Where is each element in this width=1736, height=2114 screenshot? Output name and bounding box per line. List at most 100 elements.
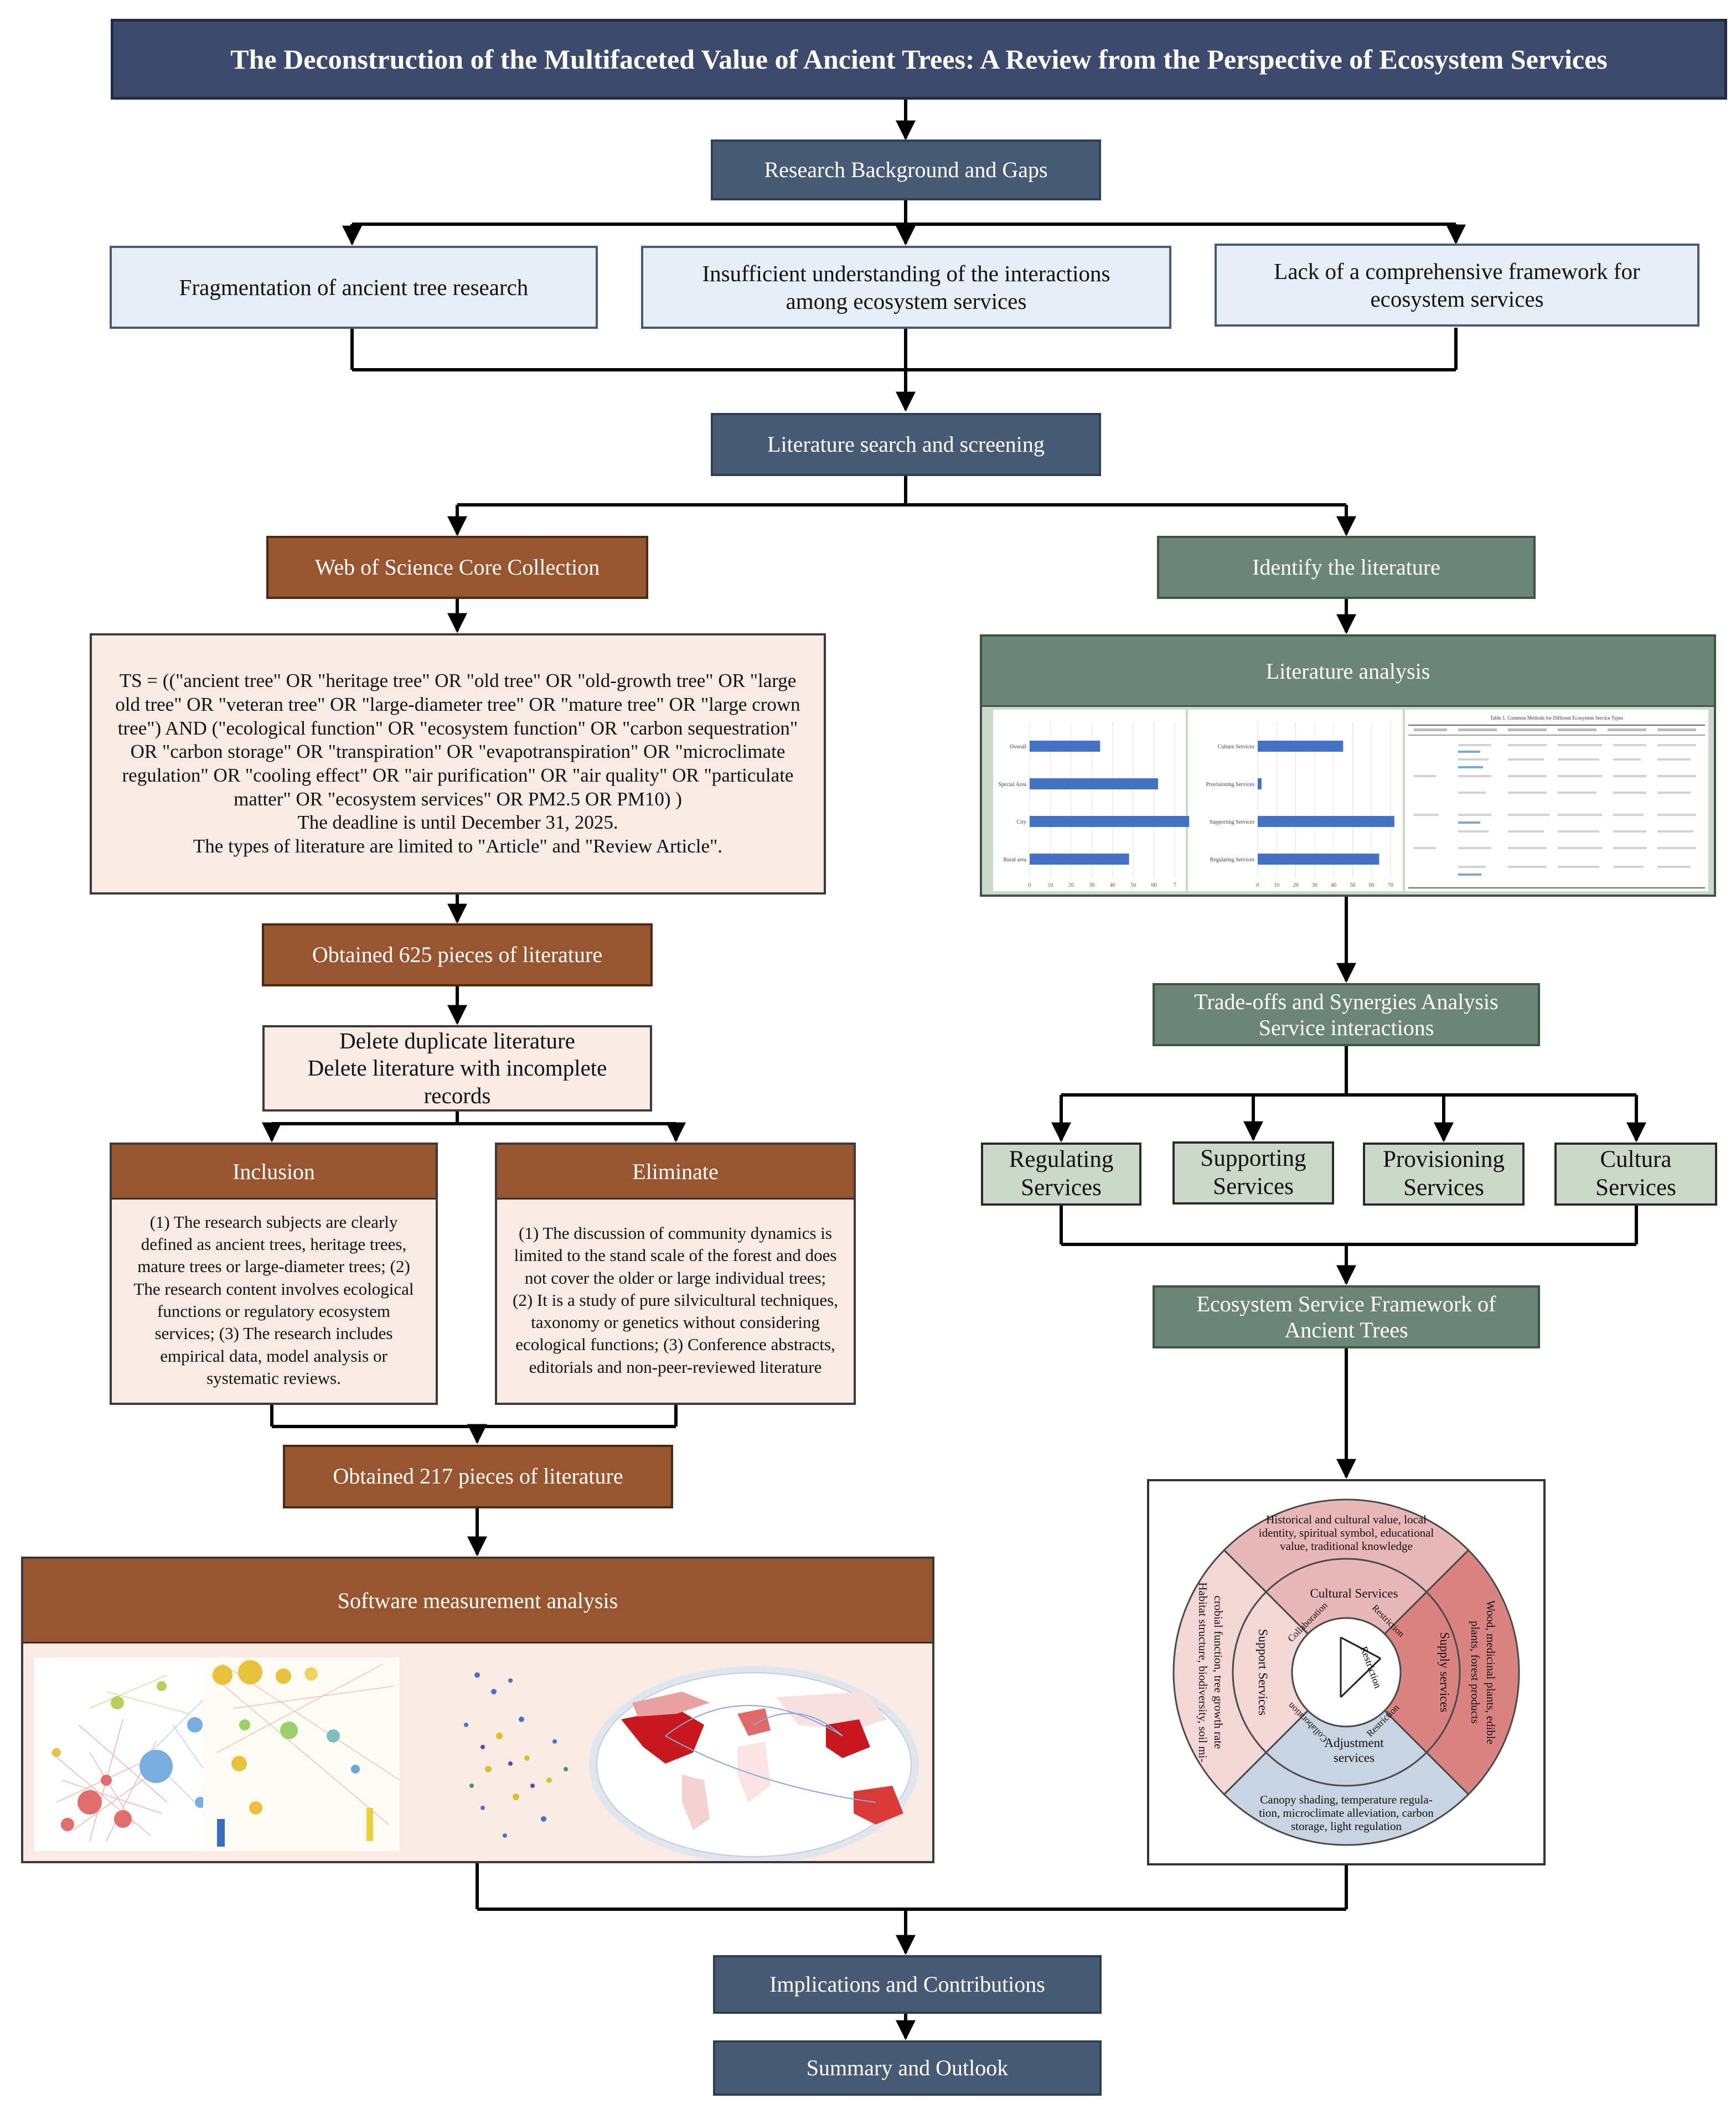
supporting-services-box: Supporting Services — [1172, 1141, 1334, 1205]
software-analysis-head: Software measurement analysis — [23, 1559, 932, 1643]
query-types: The types of literature are limited to "… — [193, 835, 723, 857]
bar2-bar — [1258, 854, 1380, 865]
cultural-line-2: Services — [1595, 1175, 1676, 1201]
bar2-category-label: Provisioning Services — [1206, 782, 1255, 788]
bar2-category-label: Regulating Services — [1210, 857, 1254, 863]
regulating-line-1: Regulating — [1009, 1146, 1114, 1173]
inclusion-body: (1) The research subjects are clearly de… — [133, 1212, 414, 1388]
top-desc-1: Historical and cultural value, local — [1266, 1513, 1427, 1526]
left-desc-2: crobial function, tree growth rate — [1212, 1596, 1225, 1749]
bar1-tick-label: 0 — [1029, 882, 1031, 888]
software-analysis-panel: Software measurement analysis — [21, 1557, 934, 1863]
tradeoffs-line-2: Service interactions — [1258, 1015, 1434, 1040]
bar1-category-label: Special Area — [998, 782, 1026, 788]
delete-duplicate: Delete duplicate literature — [339, 1028, 575, 1054]
bar1-tick-label: 10 — [1047, 882, 1053, 888]
framework-line-1: Ecosystem Service Framework of — [1196, 1291, 1496, 1316]
obtained-217-box: Obtained 217 pieces of literature — [283, 1445, 673, 1508]
wos-box: Web of Science Core Collection — [266, 536, 648, 599]
adjustment-label-1: Adjustment — [1324, 1736, 1384, 1750]
summary-box: Summary and Outlook — [713, 2040, 1102, 2096]
framework-line-2: Ancient Trees — [1284, 1317, 1408, 1342]
bar1-bar — [1030, 854, 1129, 865]
bar2-bar — [1258, 816, 1394, 827]
bar1-tick-label: 40 — [1110, 882, 1115, 888]
identify-literature-box: Identify the literature — [1157, 536, 1536, 599]
bar1-bar — [1030, 741, 1100, 752]
supporting-line-1: Supporting — [1200, 1145, 1306, 1172]
bottom-desc-2: tion, microclimate alleviation, carbon — [1259, 1806, 1434, 1820]
literature-search-box: Literature search and screening — [711, 413, 1101, 476]
provisioning-line-2: Services — [1403, 1175, 1484, 1201]
eliminate-body: (1) The discussion of community dynamics… — [513, 1223, 839, 1377]
main-title: The Deconstruction of the Multifaceted V… — [111, 19, 1727, 100]
framework-wheel-panel: Restriction Historical and cultural valu… — [1147, 1479, 1546, 1865]
bottom-desc-1: Canopy shading, temperature regula- — [1260, 1793, 1432, 1806]
implications-box: Implications and Contributions — [713, 1955, 1102, 2014]
right-desc-1: Wood, medicinal plants, edible — [1484, 1600, 1497, 1744]
inclusion-head: Inclusion — [112, 1145, 436, 1200]
wheel-center — [1291, 1617, 1402, 1728]
eliminate-head: Eliminate — [497, 1145, 854, 1200]
bar1-tick-label: 20 — [1068, 882, 1074, 888]
citation-timeline-image — [203, 1657, 400, 1851]
provisioning-services-box: Provisioning Services — [1363, 1143, 1525, 1206]
delete-box: Delete duplicate literature Delete liter… — [262, 1025, 652, 1112]
bar2-category-label: Supporting Services — [1210, 819, 1254, 825]
top-desc-3: value, traditional knowledge — [1280, 1539, 1413, 1553]
bar1-tick-label: 7 — [1174, 882, 1176, 888]
bar2-category-label: Culture Services — [1218, 744, 1254, 750]
bar2-tick-label: 20 — [1293, 882, 1299, 888]
obtained-625-box: Obtained 625 pieces of literature — [262, 923, 653, 986]
bar2-bar — [1258, 741, 1344, 752]
eliminate-panel: Eliminate (1) The discussion of communit… — [495, 1143, 856, 1405]
bar1-tick-label: 50 — [1130, 882, 1136, 888]
bar1-bar — [1030, 778, 1159, 789]
regulating-services-box: Regulating Services — [981, 1143, 1141, 1206]
gap-box-interactions: Insufficient understanding of the intera… — [641, 246, 1171, 329]
query-deadline: The deadline is until December 31, 2025. — [297, 812, 618, 834]
query-string: TS = (("ancient tree" OR "heritage tree"… — [115, 670, 800, 810]
supply-services-label: Supply services — [1438, 1632, 1451, 1712]
regulating-line-2: Services — [1021, 1175, 1102, 1201]
supporting-line-2: Services — [1213, 1174, 1294, 1200]
inclusion-panel: Inclusion (1) The research subjects are … — [110, 1143, 438, 1405]
tradeoffs-box: Trade-offs and Synergies Analysis Servic… — [1153, 983, 1540, 1046]
methods-table-image: Table 1. Common Methods for Different Ec… — [1408, 715, 1705, 888]
ecosystem-service-wheel: Restriction Historical and cultural valu… — [1172, 1498, 1520, 1846]
right-desc-2: plants, forest products — [1469, 1621, 1482, 1724]
support-services-label: Support Services — [1256, 1629, 1270, 1716]
research-background-box: Research Background and Gaps — [711, 139, 1101, 200]
methods-table-bg — [1405, 710, 1708, 891]
left-desc-1: Habitat structure, biodiversity, soil mi… — [1196, 1582, 1210, 1762]
framework-box: Ecosystem Service Framework of Ancient T… — [1153, 1285, 1540, 1348]
bar1-category-label: City — [1017, 819, 1026, 825]
gap-box-fragmentation: Fragmentation of ancient tree research — [110, 246, 598, 329]
country-map-image — [589, 1666, 919, 1860]
bar2-tick-label: 30 — [1312, 882, 1318, 888]
bar2-tick-label: 70 — [1388, 882, 1393, 888]
cultural-services-box: Cultura Services — [1554, 1143, 1717, 1206]
bar2-tick-label: 60 — [1369, 882, 1375, 888]
search-query-box: TS = (("ancient tree" OR "heritage tree"… — [90, 633, 826, 895]
table-title: Table 1. Common Methods for Different Ec… — [1490, 715, 1624, 721]
bar2-tick-label: 10 — [1274, 882, 1279, 888]
gap-box-framework: Lack of a comprehensive framework for ec… — [1215, 244, 1699, 327]
bar2-tick-label: 50 — [1350, 882, 1355, 888]
provisioning-line-1: Provisioning — [1383, 1146, 1505, 1173]
keyword-network-image — [464, 1672, 568, 1838]
cultural-line-1: Cultura — [1600, 1146, 1672, 1173]
top-desc-2: identity, spiritual symbol, educational — [1259, 1526, 1434, 1539]
bar1-bar — [1030, 816, 1190, 827]
bar1-tick-label: 60 — [1151, 882, 1157, 888]
literature-analysis-head: Literature analysis — [982, 637, 1714, 707]
bibliometric-visuals — [34, 1657, 919, 1860]
bottom-desc-3: storage, light regulation — [1291, 1820, 1402, 1833]
cluster-network-image — [50, 1674, 212, 1842]
bar2-tick-label: 40 — [1331, 882, 1336, 888]
